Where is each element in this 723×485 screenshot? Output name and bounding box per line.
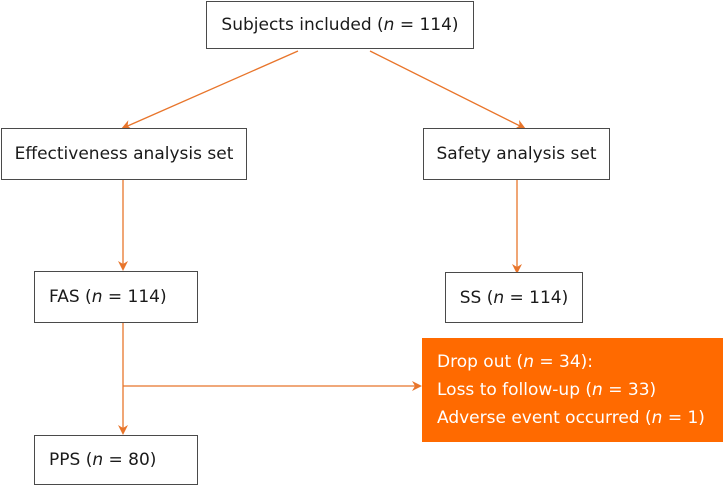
pps-box: PPS (n = 80): [34, 435, 198, 485]
safety-analysis-set-label: Safety analysis set: [436, 144, 597, 164]
effectiveness-analysis-set-box: Effectiveness analysis set: [1, 128, 247, 180]
arrow-subjects-to-effectiveness: [121, 50, 299, 130]
safety-analysis-set-box: Safety analysis set: [423, 128, 610, 180]
adverse-event-line: Adverse event occurred (n = 1): [437, 408, 705, 428]
dropout-line: Drop out (n = 34):: [437, 352, 594, 372]
fas-box: FAS (n = 114): [34, 271, 198, 323]
subjects-included-label: Subjects included (n = 114): [221, 15, 459, 35]
dropout-box: Drop out (n = 34): Loss to follow-up (n …: [422, 338, 723, 442]
pps-label: PPS (n = 80): [49, 450, 157, 470]
ss-label: SS (n = 114): [459, 287, 569, 308]
loss-to-follow-up-line: Loss to follow-up (n = 33): [437, 380, 657, 400]
subjects-included-box: Subjects included (n = 114): [206, 1, 474, 49]
fas-label: FAS (n = 114): [49, 287, 167, 307]
arrow-subjects-to-safety: [369, 50, 526, 129]
effectiveness-analysis-set-label: Effectiveness analysis set: [14, 144, 234, 164]
ss-box: SS (n = 114): [445, 272, 583, 323]
